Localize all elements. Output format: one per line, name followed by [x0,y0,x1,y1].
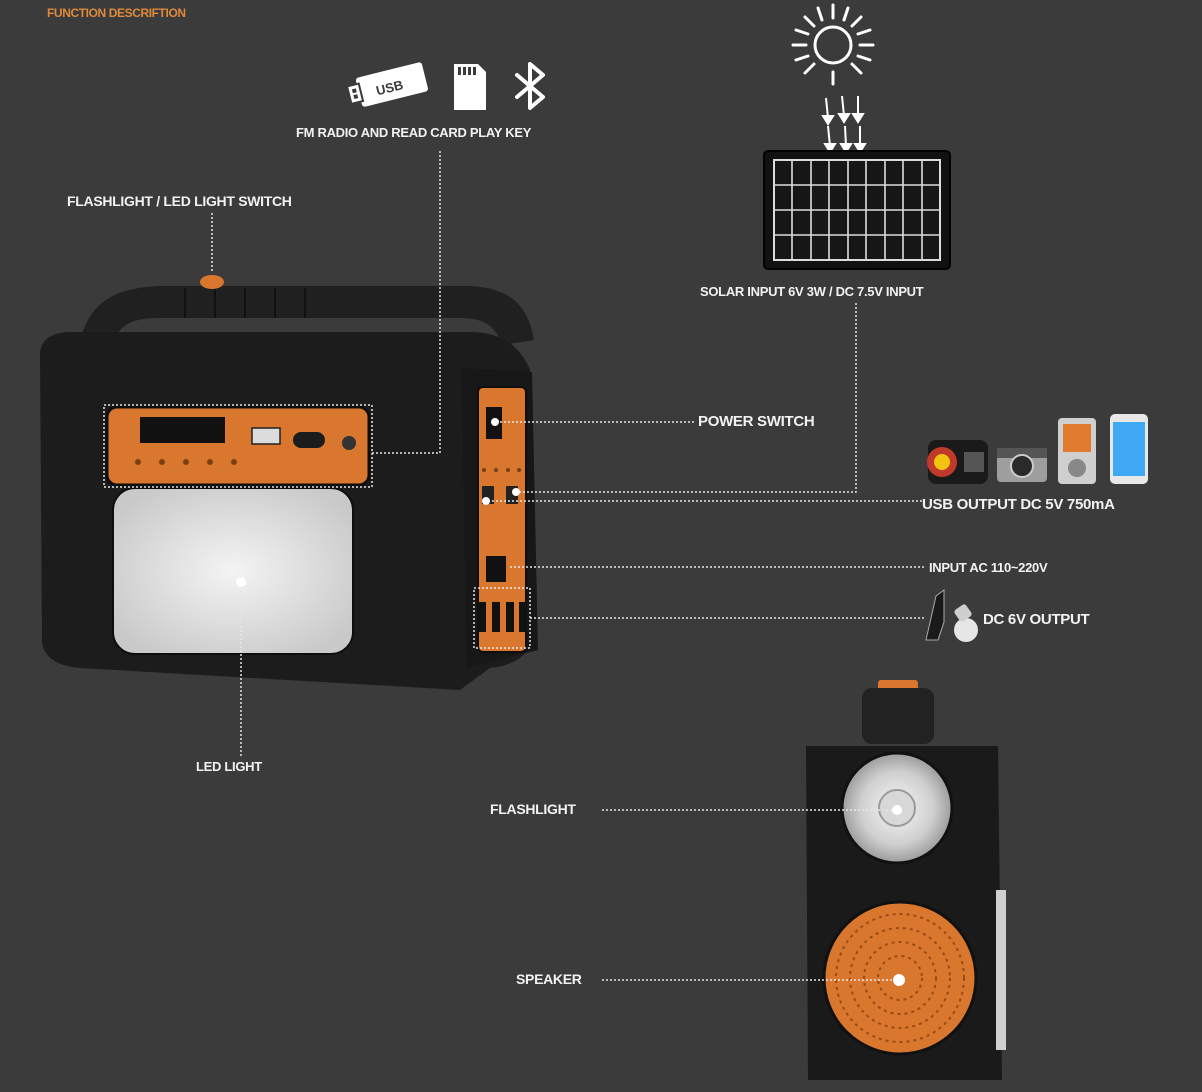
led-light-label: LED LIGHT [196,759,262,774]
flashlight-label: FLASHLIGHT [490,801,576,817]
page-title: FUNCTION DESCRIFTION [47,6,186,20]
solar-input-label: SOLAR INPUT 6V 3W / DC 7.5V INPUT [700,284,924,299]
bluetooth-icon [515,62,545,110]
power-switch-label: POWER SWITCH [698,413,815,430]
main-device [40,275,538,690]
usb-output-label: USB OUTPUT DC 5V 750mA [922,496,1115,513]
speaker-label: SPEAKER [516,971,582,987]
flashlight-switch-label: FLASHLIGHT / LED LIGHT SWITCH [67,193,292,209]
smartphone-icon [1110,414,1148,484]
fm-radio-label: FM RADIO AND READ CARD PLAY KEY [296,125,532,140]
sd-card-icon [454,64,486,110]
usb-stick-icon [345,62,428,107]
control-panel-highlight [103,404,373,488]
dc-output-label: DC 6V OUTPUT [983,611,1090,628]
camera-icon [997,448,1047,482]
lamp-icon [925,589,945,641]
leader-lines [211,150,925,981]
music-player-icon [1058,418,1096,484]
bulb-icon [954,604,978,642]
leader-dots [236,418,905,986]
sun-icon [791,3,875,86]
side-device [806,680,1006,1080]
input-ac-label: INPUT AC 110~220V [929,560,1048,575]
solar-panel [763,150,951,270]
flashlight-device-icon [927,440,988,484]
usb-stick-text: USB [375,77,405,98]
